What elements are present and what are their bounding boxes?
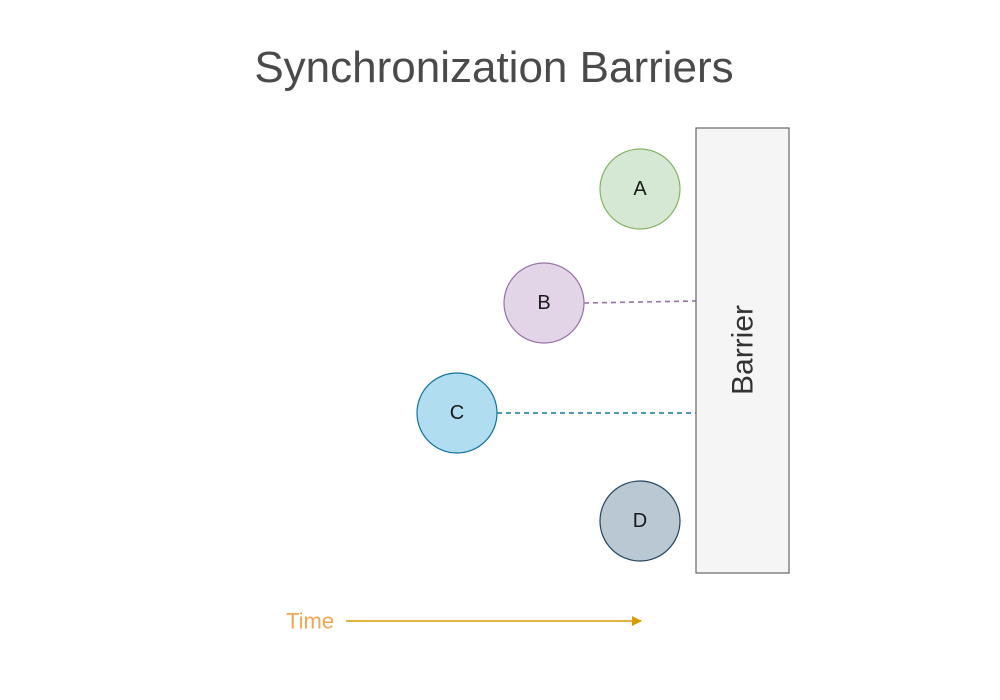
node-a-label: A: [633, 178, 647, 200]
barrier-label: Barrier: [727, 305, 760, 395]
time-label: Time: [286, 609, 334, 634]
diagram-title: Synchronization Barriers: [254, 43, 733, 92]
node-d-label: D: [633, 510, 647, 532]
node-d: D: [599, 480, 681, 562]
node-c-label: C: [450, 402, 464, 424]
node-a: A: [599, 148, 681, 230]
connector-b-to-barrier: [583, 300, 697, 304]
barrier-rect: [695, 127, 790, 574]
node-b: B: [503, 262, 585, 344]
node-c: C: [416, 372, 498, 454]
node-b-label: B: [537, 292, 550, 314]
